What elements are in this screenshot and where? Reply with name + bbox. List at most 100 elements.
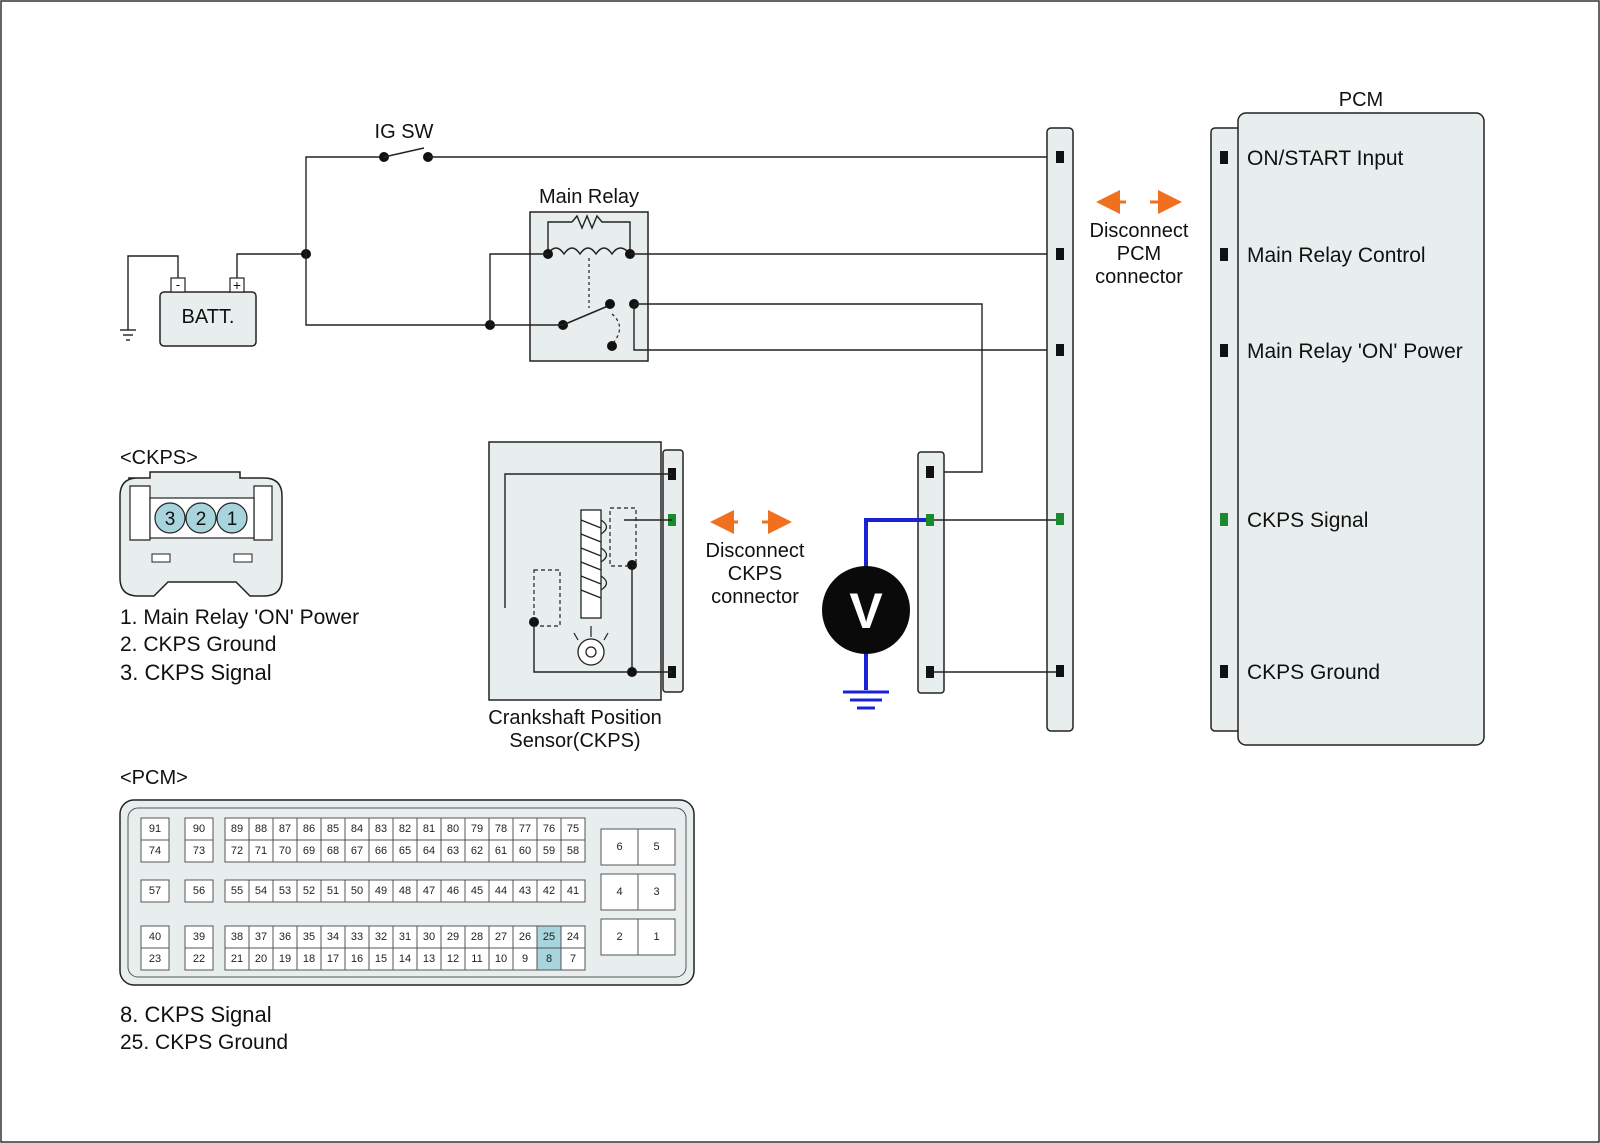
ckps-legend-item: 3. CKPS Signal (120, 660, 272, 685)
pcm-pin: 20 (248, 947, 274, 971)
pcm-harness-connector (1046, 127, 1074, 732)
svg-text:20: 20 (255, 953, 267, 965)
pcm-pin: 59 (536, 839, 562, 863)
svg-text:44: 44 (495, 885, 507, 897)
pcm-pin: 48 (392, 879, 418, 903)
svg-text:75: 75 (567, 823, 579, 835)
svg-text:54: 54 (255, 885, 267, 897)
svg-text:1: 1 (227, 509, 238, 530)
pcm-legend-item: 8. CKPS Signal (120, 1002, 272, 1027)
pcm-pin: 57 (140, 879, 170, 903)
relay-feed-wire (305, 254, 490, 326)
pcm-pin: 60 (512, 839, 538, 863)
svg-text:7: 7 (570, 953, 576, 965)
pcm-pin: 2 (600, 918, 639, 956)
pcm-pin: 32 (368, 925, 394, 949)
svg-text:42: 42 (543, 885, 555, 897)
pcm-pin: 62 (464, 839, 490, 863)
disconnect-pcm-label: Disconnect PCM connector (1090, 220, 1189, 288)
pcm-pin: 6 (600, 828, 639, 866)
pcm-pin: 50 (344, 879, 370, 903)
svg-text:82: 82 (399, 823, 411, 835)
pcm-pin: 10 (488, 947, 514, 971)
pcm-pin: 82 (392, 817, 418, 841)
sensor-name-line-1: Crankshaft Position (488, 707, 661, 729)
pcm-pin: 31 (392, 925, 418, 949)
svg-text:16: 16 (351, 953, 363, 965)
pcm-pin: 17 (320, 947, 346, 971)
svg-text:63: 63 (447, 845, 459, 857)
svg-text:71: 71 (255, 845, 267, 857)
svg-text:30: 30 (423, 931, 435, 943)
svg-text:31: 31 (399, 931, 411, 943)
svg-text:29: 29 (447, 931, 459, 943)
svg-text:21: 21 (231, 953, 243, 965)
svg-text:73: 73 (193, 845, 205, 857)
ckps-power-wire (634, 303, 983, 473)
ckps-legend-item: 1. Main Relay 'ON' Power (120, 606, 359, 629)
svg-text:12: 12 (447, 953, 459, 965)
pcm-pin: 56 (184, 879, 214, 903)
pcm-pin: 72 (224, 839, 250, 863)
pcm-pin: 89 (224, 817, 250, 841)
svg-text:61: 61 (495, 845, 507, 857)
pcm-connector-title: <PCM> (120, 767, 188, 789)
pcm-pin: 91 (140, 817, 170, 841)
svg-text:55: 55 (231, 885, 243, 897)
svg-text:77: 77 (519, 823, 531, 835)
pcm-pin: 61 (488, 839, 514, 863)
pcm-pin: 51 (320, 879, 346, 903)
main-relay: Main Relay (529, 186, 649, 362)
pcm-pin: 74 (140, 839, 170, 863)
pcm-pin: 55 (224, 879, 250, 903)
voltmeter-label: V (849, 583, 883, 639)
pcm-pin: 41 (560, 879, 586, 903)
svg-text:2: 2 (196, 509, 207, 530)
pcm-pin: 75 (560, 817, 586, 841)
svg-text:3: 3 (653, 886, 659, 898)
svg-text:23: 23 (149, 953, 161, 965)
svg-text:8: 8 (546, 953, 552, 965)
pcm-module: PCM ON/START Input Main Relay Control Ma… (1210, 89, 1485, 746)
pcm-pin: 9 (512, 947, 538, 971)
svg-text:79: 79 (471, 823, 483, 835)
pcm-pin: 49 (368, 879, 394, 903)
svg-text:43: 43 (519, 885, 531, 897)
pcm-pin: 80 (440, 817, 466, 841)
pcm-pin: 35 (296, 925, 322, 949)
ig-sw-label: IG SW (375, 121, 434, 143)
svg-text:60: 60 (519, 845, 531, 857)
svg-text:64: 64 (423, 845, 435, 857)
pcm-pin: 70 (272, 839, 298, 863)
crankshaft-position-sensor (488, 441, 684, 701)
pcm-pin: 47 (416, 879, 442, 903)
ckps-pin: 2 (185, 502, 217, 534)
pcm-pin: 81 (416, 817, 442, 841)
pcm-pin: 21 (224, 947, 250, 971)
svg-text:18: 18 (303, 953, 315, 965)
pcm-pin: 12 (440, 947, 466, 971)
svg-text:74: 74 (149, 845, 161, 857)
disconnect-ckps-line-2: CKPS (728, 563, 782, 585)
svg-text:53: 53 (279, 885, 291, 897)
svg-text:22: 22 (193, 953, 205, 965)
svg-text:45: 45 (471, 885, 483, 897)
pcm-pin: 38 (224, 925, 250, 949)
svg-text:24: 24 (567, 931, 579, 943)
svg-text:65: 65 (399, 845, 411, 857)
ckps-pin: 1 (216, 502, 248, 534)
svg-text:26: 26 (519, 931, 531, 943)
pcm-pin: 43 (512, 879, 538, 903)
svg-text:76: 76 (543, 823, 555, 835)
ignition-switch: IG SW (375, 121, 434, 162)
svg-text:37: 37 (255, 931, 267, 943)
pcm-pin: 90 (184, 817, 214, 841)
pcm-pin: 64 (416, 839, 442, 863)
svg-text:27: 27 (495, 931, 507, 943)
sensor-name-line-2: Sensor(CKPS) (509, 730, 640, 752)
svg-text:40: 40 (149, 931, 161, 943)
pcm-pin: 42 (536, 879, 562, 903)
svg-text:70: 70 (279, 845, 291, 857)
pcm-pin: 40 (140, 925, 170, 949)
